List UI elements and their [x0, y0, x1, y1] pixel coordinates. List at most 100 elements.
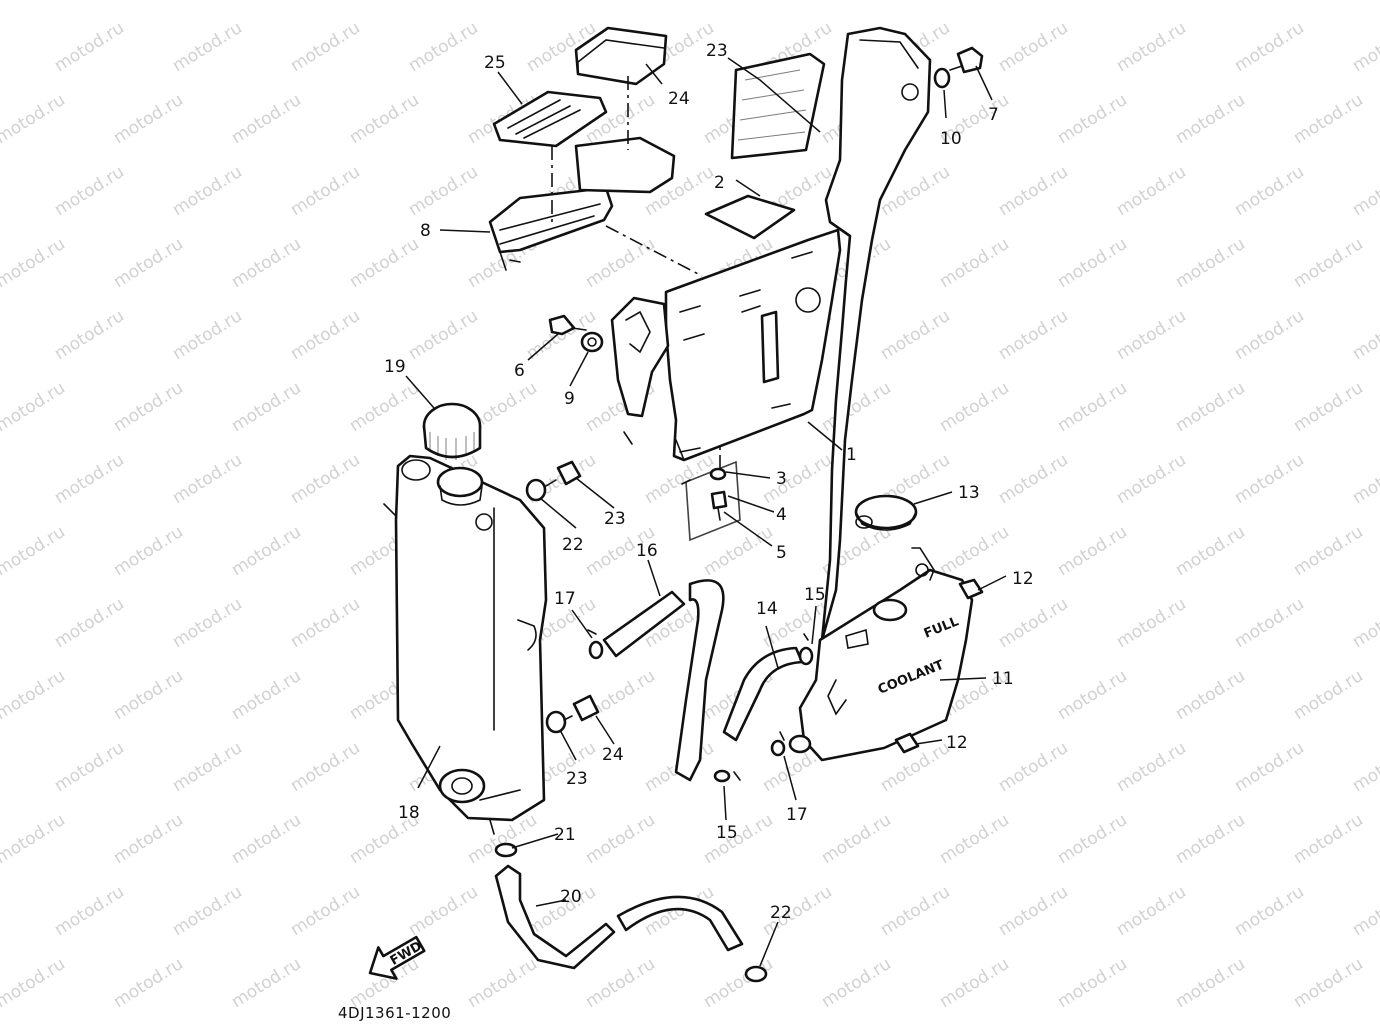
callout-21a: 21	[554, 825, 576, 845]
watermark-text: motod.ru	[464, 954, 541, 1012]
watermark-text: motod.ru	[110, 378, 187, 436]
watermark-text: motod.ru	[818, 0, 895, 4]
diagram-code: 4DJ1361-1200	[338, 1004, 451, 1022]
watermark-text: motod.ru	[936, 954, 1013, 1012]
watermark-text: motod.ru	[1231, 738, 1308, 796]
watermark-text: motod.ru	[1172, 810, 1249, 868]
watermark-text: motod.ru	[1231, 18, 1308, 76]
watermark-text: motod.ru	[1349, 162, 1380, 220]
watermark-text: motod.ru	[1172, 378, 1249, 436]
watermark-text: motod.ru	[0, 378, 69, 436]
watermark-text: motod.ru	[51, 738, 128, 796]
watermark-text: motod.ru	[1231, 882, 1308, 940]
part-hose-16	[602, 579, 725, 782]
watermark-text: motod.ru	[936, 234, 1013, 292]
part-fittings-22-23	[525, 460, 600, 734]
watermark-text: motod.ru	[287, 594, 364, 652]
watermark-text: motod.ru	[1231, 162, 1308, 220]
watermark-text: motod.ru	[936, 810, 1013, 868]
part-clamps-21	[494, 842, 768, 983]
watermark-text: motod.ru	[1113, 882, 1190, 940]
watermark-text: motod.ru	[51, 162, 128, 220]
watermark-text: motod.ru	[1349, 306, 1380, 364]
watermark-text: motod.ru	[995, 594, 1072, 652]
watermark-text: motod.ru	[110, 0, 187, 4]
watermark-text: motod.ru	[759, 450, 836, 508]
watermark-text: motod.ru	[995, 738, 1072, 796]
watermark-text: motod.ru	[110, 810, 187, 868]
watermark-text: motod.ru	[1290, 954, 1367, 1012]
watermark-text: motod.ru	[51, 450, 128, 508]
watermark-text: motod.ru	[1290, 90, 1367, 148]
callout-20: 20	[560, 887, 582, 907]
watermark-text: motod.ru	[818, 810, 895, 868]
watermark-text: motod.ru	[1113, 594, 1190, 652]
watermark-text: motod.ru	[287, 450, 364, 508]
watermark-text: motod.ru	[1054, 90, 1131, 148]
watermark-text: motod.ru	[995, 450, 1072, 508]
watermark-text: motod.ru	[1231, 594, 1308, 652]
watermark-text: motod.ru	[287, 306, 364, 364]
callout-18: 18	[398, 803, 420, 823]
watermark-text: motod.ru	[582, 810, 659, 868]
watermark-text: motod.ru	[346, 90, 423, 148]
watermark-text: motod.ru	[1172, 0, 1249, 4]
callout-4: 4	[776, 505, 787, 525]
watermark-text: motod.ru	[228, 0, 305, 4]
watermark-text: motod.ru	[0, 810, 69, 868]
watermark-text: motod.ru	[1231, 450, 1308, 508]
watermark-text: motod.ru	[110, 522, 187, 580]
callout-23b: 24	[602, 745, 624, 765]
watermark-text: motod.ru	[110, 954, 187, 1012]
watermark-text: motod.ru	[1290, 0, 1367, 4]
watermark-text: motod.ru	[169, 882, 246, 940]
watermark-text: motod.ru	[582, 954, 659, 1012]
watermark-text: motod.ru	[1172, 666, 1249, 724]
watermark-text: motod.ru	[346, 378, 423, 436]
watermark-text: motod.ru	[464, 0, 541, 4]
watermark-text: motod.ru	[1231, 306, 1308, 364]
callout-15a: 15	[804, 585, 826, 605]
watermark-text: motod.ru	[287, 18, 364, 76]
part-bolts-12	[894, 578, 984, 754]
watermark-text: motod.ru	[51, 594, 128, 652]
callout-24: 23	[706, 41, 728, 61]
watermark-text: motod.ru	[110, 234, 187, 292]
part-clamps	[587, 629, 814, 783]
part-side-shroud	[730, 26, 932, 642]
callout-1: 1	[846, 445, 857, 465]
watermark-text: motod.ru	[1054, 0, 1131, 4]
watermark-text: motod.ru	[228, 234, 305, 292]
watermark-text: motod.ru	[582, 234, 659, 292]
watermark-text: motod.ru	[700, 954, 777, 1012]
part-tank-cap	[854, 494, 918, 531]
watermark-text: motod.ru	[405, 882, 482, 940]
watermark-text: motod.ru	[1054, 810, 1131, 868]
watermark-text: motod.ru	[995, 882, 1072, 940]
watermark-text: motod.ru	[1290, 666, 1367, 724]
watermark-text: motod.ru	[1054, 522, 1131, 580]
watermark-text: motod.ru	[1054, 954, 1131, 1012]
watermark-text: motod.ru	[936, 522, 1013, 580]
part-pad-2	[704, 194, 796, 240]
part-battery-box	[610, 228, 842, 462]
callout-7: 7	[988, 105, 999, 125]
watermark-text: motod.ru	[51, 306, 128, 364]
callout-21b: 22	[770, 903, 792, 923]
callout-16: 16	[636, 541, 658, 561]
watermark-text: motod.ru	[1349, 594, 1380, 652]
watermark-text: motod.ru	[346, 234, 423, 292]
callout-25: 24	[668, 89, 690, 109]
watermark-text: motod.ru	[346, 0, 423, 4]
watermark-text: motod.ru	[1290, 378, 1367, 436]
part-radiator-cap	[422, 402, 482, 460]
watermark-text: motod.ru	[287, 162, 364, 220]
watermark-text: motod.ru	[1113, 738, 1190, 796]
watermark-text: motod.ru	[110, 90, 187, 148]
watermark-text: motod.ru	[1113, 450, 1190, 508]
watermark-text: motod.ru	[51, 18, 128, 76]
part-bolt-6	[548, 314, 587, 336]
callout-13: 13	[958, 483, 980, 503]
watermark-text: motod.ru	[110, 666, 187, 724]
